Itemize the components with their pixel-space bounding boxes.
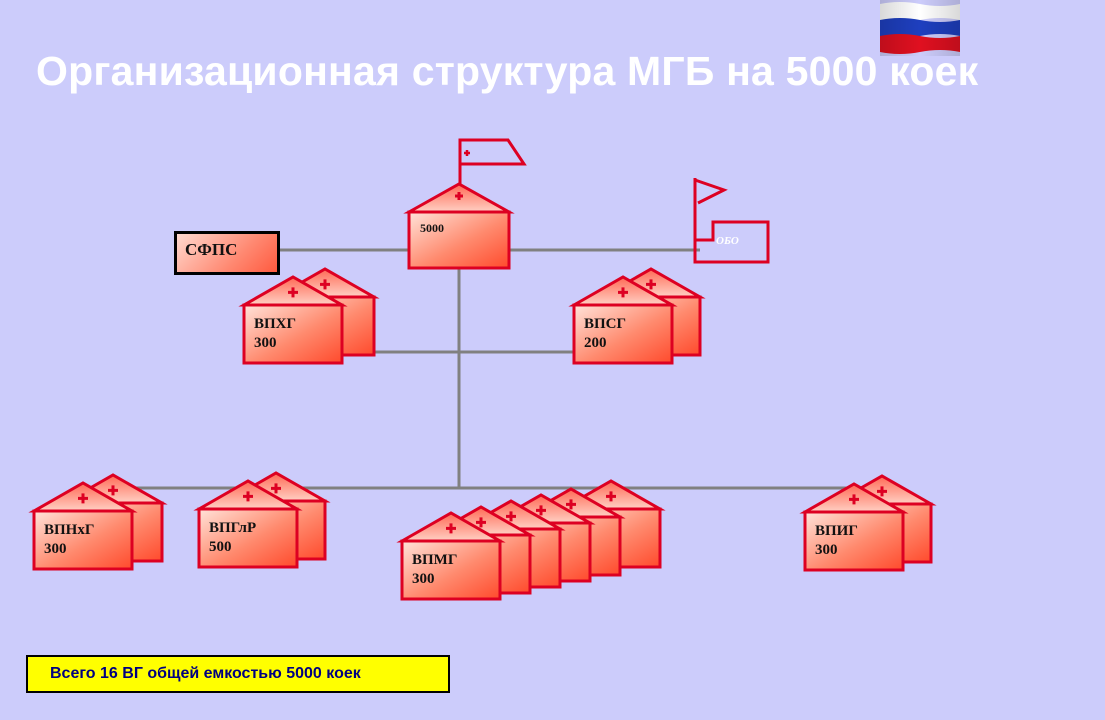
hospital-tent-icon [799, 474, 937, 572]
org-chart-connectors [116, 138, 884, 504]
total-summary: Всего 16 ВГ общей емкостью 5000 коек [26, 655, 450, 693]
hospital-tent-icon [396, 479, 666, 601]
hospital-unit-vpmg: ВПМГ 300 [396, 479, 666, 613]
hospital-unit-vpnkhg: ВПНхГ 300 [28, 473, 168, 583]
head-unit-value: 5000 [420, 221, 444, 235]
russian-flag-icon [880, 0, 960, 56]
hospital-unit-vpglr: ВПГлР 500 [193, 471, 331, 581]
unit-beds: 200 [584, 335, 607, 351]
unit-beds: 300 [44, 541, 67, 557]
hospital-tent-icon [568, 267, 706, 365]
unit-beds: 300 [254, 335, 277, 351]
pennant-flag-icon [458, 138, 527, 186]
hospital-tent-icon [28, 473, 168, 571]
sfps-box: СФПС [174, 231, 280, 275]
unit-name: ВПИГ [815, 523, 858, 539]
unit-name: ВПНхГ [44, 522, 95, 538]
unit-name: ВПГлР [209, 520, 257, 536]
unit-beds: 300 [815, 542, 838, 558]
unit-beds: 500 [209, 539, 232, 555]
unit-name: ВПМГ [412, 552, 458, 568]
head-hospital-icon [403, 182, 515, 270]
obo-label: ОБО [716, 235, 739, 247]
hospital-unit-vpsg: ВПСГ 200 [568, 267, 706, 377]
hospital-unit-vpkhg: ВПХГ 300 [238, 267, 380, 377]
hospital-tent-icon [193, 471, 331, 569]
unit-name: ВПХГ [254, 316, 297, 332]
hospital-tent-icon [238, 267, 380, 365]
unit-beds: 300 [412, 571, 435, 587]
page-title: Организационная структура МГБ на 5000 ко… [36, 48, 979, 94]
unit-name: ВПСГ [584, 316, 627, 332]
hospital-unit-vpig: ВПИГ 300 [799, 474, 937, 584]
obo-flag-icon [693, 178, 770, 264]
